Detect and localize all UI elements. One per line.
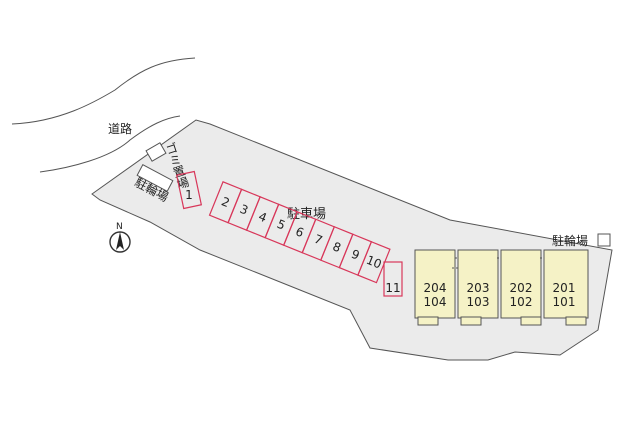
unit-block: 201 101 — [543, 249, 589, 326]
parking-stall: 10 — [357, 240, 391, 284]
unit-block: 203 103 — [457, 249, 499, 326]
bike-parking-right-box — [597, 233, 611, 247]
apartment-building: 204 104 203 103 202 102 201 101 — [414, 249, 589, 326]
svg-text:11: 11 — [385, 281, 400, 295]
svg-text:104: 104 — [424, 295, 447, 309]
road-edge-upper — [11, 57, 196, 125]
bike-parking-left-box — [136, 164, 174, 192]
unit-block: 202 102 — [500, 249, 542, 326]
road-label: 道路 — [108, 121, 132, 136]
svg-text:101: 101 — [553, 295, 576, 309]
garbage-box — [145, 142, 167, 162]
north-label: N — [116, 222, 123, 232]
svg-text:1: 1 — [185, 188, 193, 202]
parking-row: 2 3 4 5 6 7 8 9 — [208, 181, 391, 284]
svg-text:103: 103 — [467, 295, 490, 309]
svg-text:203: 203 — [467, 281, 490, 295]
parking-lot-label: 駐車場 — [287, 207, 326, 222]
svg-text:204: 204 — [424, 281, 447, 295]
road-edge-lower — [39, 115, 181, 173]
parking-stall: 1 — [175, 170, 203, 210]
parking-stall: 11 — [383, 261, 403, 297]
svg-text:201: 201 — [553, 281, 576, 295]
bike-parking-right-label: 駐輪場 — [552, 233, 588, 248]
svg-text:202: 202 — [510, 281, 533, 295]
svg-text:102: 102 — [510, 295, 533, 309]
svg-text:10: 10 — [364, 253, 383, 272]
unit-block: 204 104 — [414, 249, 456, 326]
north-arrow: N — [109, 222, 131, 253]
